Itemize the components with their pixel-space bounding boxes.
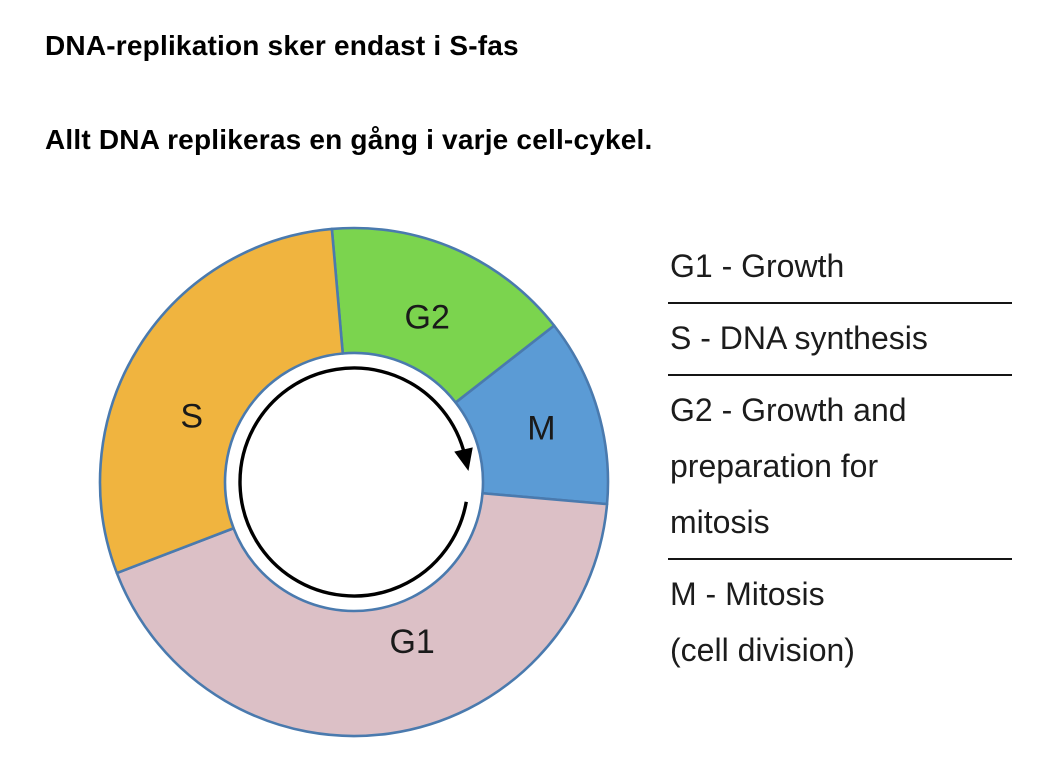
legend-divider — [668, 558, 1012, 560]
heading-line-1: DNA-replikation sker endast i S-fas — [45, 30, 519, 61]
cycle-segment-label-g1: G1 — [389, 623, 434, 661]
cycle-segment-g1 — [115, 491, 609, 738]
cycle-direction-arrow-head — [454, 447, 473, 471]
legend-item-g2: G2 - Growth and preparation for mitosis — [670, 392, 907, 540]
cycle-segment-label-s: S — [180, 397, 203, 435]
heading-line-2: Allt DNA replikeras en gång i varje cell… — [45, 124, 653, 155]
legend-item-s: S - DNA synthesis — [670, 320, 928, 356]
legend-item-m: M - Mitosis (cell division) — [670, 576, 855, 668]
cycle-direction-arrow-arc — [238, 366, 468, 598]
cycle-segment-label-g2: G2 — [405, 299, 450, 337]
legend-divider — [668, 374, 1012, 376]
legend-divider — [668, 302, 1012, 304]
legend-item-g1: G1 - Growth — [670, 248, 845, 284]
cycle-segment-label-m: M — [527, 409, 555, 447]
cycle-segment-s — [98, 227, 345, 575]
cycle-segment-g2 — [330, 226, 556, 404]
cycle-legend: G1 - Growth S - DNA synthesis G2 - Growt… — [668, 232, 1018, 686]
cell-cycle-donut-diagram: G2M G1 S — [98, 226, 610, 738]
